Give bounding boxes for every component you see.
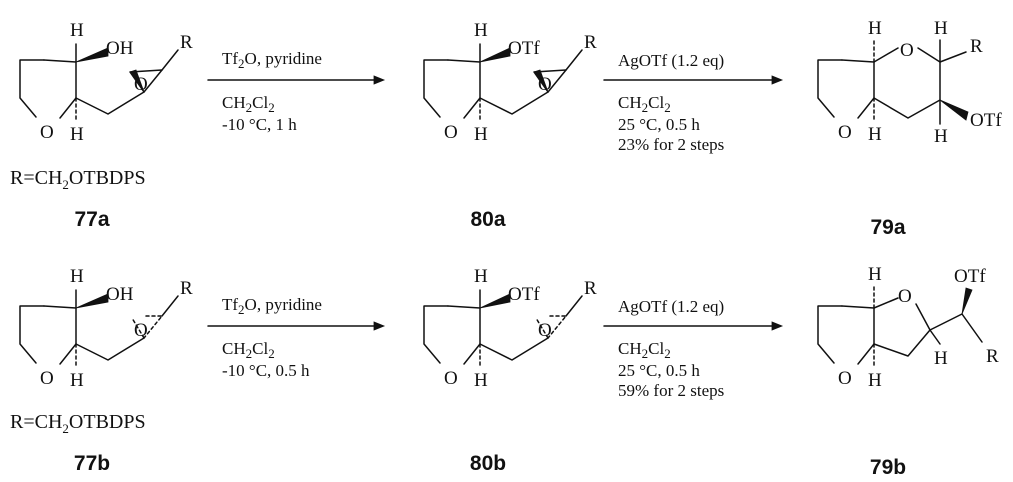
atom-h: H [70,370,84,391]
atom-h: H [474,370,488,391]
atom-h: H [474,20,488,41]
compound-label: 79a [870,216,905,239]
solvent-line: CH2Cl2 [222,93,275,115]
atom-epoxide-o: O [538,74,552,95]
row-1: H OH O R O H R=CH2OTBDPS 77a Tf2O, pyrid… [10,18,1002,239]
compound-label: 79b [870,456,906,479]
atom-ring-o: O [444,122,458,143]
atom-otf: OTf [508,284,540,305]
atom-otf: OTf [970,110,1002,131]
reaction-arrow-3: Tf2O, pyridine CH2Cl2 -10 °C, 0.5 h [207,295,386,380]
structure-79a: H O H R O H H OTf [817,18,1002,147]
r-definition: R=CH2OTBDPS [10,411,146,436]
atom-h: H [474,266,488,287]
temperature-time-line: -10 °C, 0.5 h [222,361,310,380]
temperature-time-line: 25 °C, 0.5 h [618,115,700,134]
reaction-arrow-4: AgOTf (1.2 eq) CH2Cl2 25 °C, 0.5 h 59% f… [603,297,784,400]
compound-label: 77a [74,208,109,231]
atom-otf: OTf [508,38,540,59]
atom-ring-o: O [838,122,852,143]
reagent-line: AgOTf (1.2 eq) [618,51,724,70]
reagent-line: Tf2O, pyridine [222,49,322,71]
yield-line: 59% for 2 steps [618,381,724,400]
atom-ring-o: O [444,368,458,389]
atom-r: R [180,278,193,299]
atom-ring-o: O [898,286,912,307]
atom-ring-o: O [40,368,54,389]
atom-epoxide-o: O [134,74,148,95]
atom-r: R [584,278,597,299]
row-2: H OH O R O H R=CH2OTBDPS 77b Tf2O, pyrid… [10,264,999,479]
atom-epoxide-o: O [134,320,148,341]
temperature-time-line: 25 °C, 0.5 h [618,361,700,380]
atom-ring-o: O [40,122,54,143]
structure-80b: H OTf O R O H [423,266,597,391]
atom-ring-o: O [900,40,914,61]
compound-77a: H OH O R O H R=CH2OTBDPS 77a [10,20,193,231]
atom-h: H [70,124,84,145]
atom-r: R [970,36,983,57]
reaction-arrow-1: Tf2O, pyridine CH2Cl2 -10 °C, 1 h [207,49,386,134]
atom-h: H [868,264,882,285]
atom-h: H [474,124,488,145]
solvent-line: CH2Cl2 [618,93,671,115]
reagent-line: AgOTf (1.2 eq) [618,297,724,316]
r-definition: R=CH2OTBDPS [10,167,146,192]
compound-79a: H O H R O H H OTf 79a [817,18,1002,239]
compound-label: 77b [74,452,110,475]
atom-r: R [180,32,193,53]
atom-r: R [584,32,597,53]
atom-h: H [70,266,84,287]
reaction-arrow-2: AgOTf (1.2 eq) CH2Cl2 25 °C, 0.5 h 23% f… [603,51,784,154]
compound-label: 80a [470,208,505,231]
compound-79b: H O OTf H R O H 79b [817,264,999,479]
solvent-line: CH2Cl2 [222,339,275,361]
structure-80a: H OTf O R O H [423,20,597,145]
atom-h: H [868,370,882,391]
compound-label: 80b [470,452,506,475]
yield-line: 23% for 2 steps [618,135,724,154]
compound-77b: H OH O R O H R=CH2OTBDPS 77b [10,266,193,475]
atom-h: H [934,18,948,39]
structure-77a: H OH O R O H [19,20,193,145]
atom-otf: OTf [954,266,986,287]
structure-79b: H O OTf H R O H [817,264,999,391]
atom-h: H [934,126,948,147]
temperature-time-line: -10 °C, 1 h [222,115,297,134]
atom-oh: OH [106,284,134,305]
atom-r: R [986,346,999,367]
atom-ring-o: O [838,368,852,389]
compound-80a: H OTf O R O H 80a [423,20,597,231]
compound-80b: H OTf O R O H 80b [423,266,597,475]
solvent-line: CH2Cl2 [618,339,671,361]
atom-epoxide-o: O [538,320,552,341]
structure-77b: H OH O R O H [19,266,193,391]
atom-h: H [868,124,882,145]
atom-h: H [934,348,948,369]
atom-h: H [868,18,882,39]
atom-h: H [70,20,84,41]
atom-oh: OH [106,38,134,59]
reagent-line: Tf2O, pyridine [222,295,322,317]
